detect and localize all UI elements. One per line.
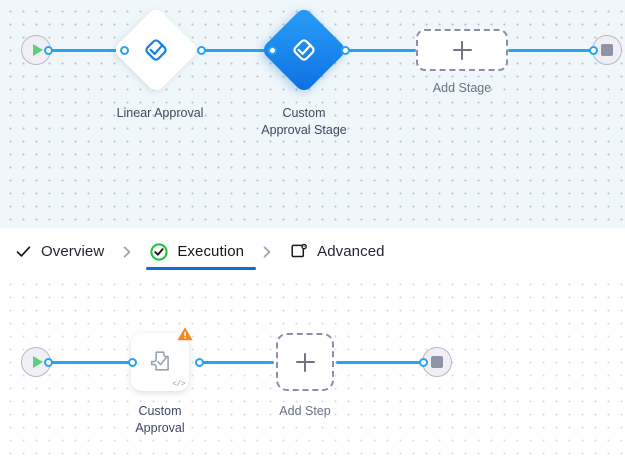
add-step-label: Add Step [279,404,331,418]
tab-execution-label: Execution [177,243,245,260]
check-icon [16,246,31,257]
play-icon [32,44,43,56]
tab-separator-1 [104,228,150,275]
tab-separator-2 [244,228,290,275]
warning-triangle-icon [177,327,193,341]
play-icon [32,356,43,368]
tab-overview-label: Overview [41,243,105,260]
tab-advanced-label: Advanced [317,243,385,260]
stage-custom-input-port[interactable] [268,46,277,55]
stage-link-linear-to-custom [201,49,279,52]
add-stage-button[interactable] [416,29,508,71]
stage-link-custom-to-add [344,49,416,52]
step-custom-input-port[interactable] [128,358,137,367]
check-circle-icon [150,242,168,261]
tab-advanced[interactable]: Advanced [290,228,385,275]
chevron-right-icon [124,246,131,257]
window-gear-icon [291,243,307,257]
stop-icon [601,44,613,56]
step-node-custom-approval[interactable]: </> [131,327,193,391]
add-step-button[interactable] [276,333,334,391]
stage-linear-input-port[interactable] [120,46,129,55]
tab-overview[interactable]: Overview [15,228,104,275]
step-link-add-to-end [336,361,423,364]
approval-stage-icon [293,39,315,61]
plus-icon [452,40,472,60]
approval-stage-icon [145,39,167,61]
add-stage-label: Add Stage [432,81,492,95]
step-start-output-port[interactable] [44,358,53,367]
stage-node-label-linear-approval: Linear Approval [116,106,204,120]
stage-flow-canvas[interactable]: Linear Approval Custom Approval Stage Ad… [0,0,625,228]
stage-node-label-custom-approval-stage: Custom Approval Stage [261,106,347,137]
step-custom-output-port[interactable] [195,358,204,367]
step-end-input-port[interactable] [419,358,428,367]
step-link-start-to-custom [46,361,131,364]
stop-icon [431,356,443,368]
detail-tabbar: Overview Execution Advanc [0,228,625,275]
chevron-right-icon [263,246,271,257]
stage-link-add-to-end [508,49,593,52]
code-marker: </> [172,380,185,389]
stage-node-custom-approval-stage[interactable] [260,6,348,94]
stage-end-input-port[interactable] [589,46,598,55]
stage-node-linear-approval[interactable] [112,6,200,94]
stage-custom-output-port[interactable] [341,46,350,55]
step-link-custom-to-add [198,361,274,364]
extension-check-icon [150,351,169,371]
tab-execution[interactable]: Execution [146,228,256,275]
step-flow-canvas[interactable]: </> Custom Approval Add Step [0,275,625,461]
stage-start-output-port[interactable] [44,46,53,55]
stage-link-start-to-linear [46,49,124,52]
step-node-label-custom-approval: Custom Approval [135,404,185,435]
plus-icon [295,352,315,372]
stage-linear-output-port[interactable] [197,46,206,55]
stage-start-node[interactable] [21,35,51,65]
